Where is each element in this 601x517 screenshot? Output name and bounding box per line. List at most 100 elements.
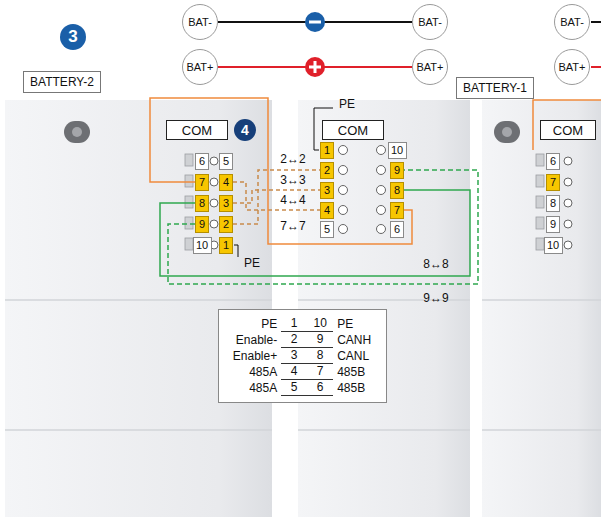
minus-symbol — [305, 12, 325, 32]
terminal-circle: BAT- — [412, 4, 448, 40]
power-cable — [218, 21, 412, 23]
node-text: 7 — [550, 175, 556, 190]
node-text: 2 — [223, 217, 229, 232]
pin-label: PE — [339, 97, 355, 111]
battery-cabinet — [482, 100, 601, 517]
table-cell: 2 — [281, 332, 307, 348]
node-text: 4 — [223, 175, 229, 190]
node-text: 6 — [550, 154, 556, 169]
pin-terminal: 8 — [546, 195, 560, 212]
node-text: 9 — [394, 163, 400, 178]
terminal-circle: BAT- — [554, 4, 590, 40]
com-port-box: COM — [166, 120, 228, 140]
pin-terminal: 7 — [546, 174, 560, 191]
signal-wire — [233, 170, 320, 224]
cabinet-seam — [5, 300, 601, 430]
terminal-circle: BAT+ — [554, 49, 590, 85]
battery-label: BATTERY-1 — [456, 77, 534, 99]
callout-number: 4 — [234, 119, 256, 141]
pin-terminal: 8 — [390, 182, 404, 199]
pin-terminal: 9 — [546, 216, 560, 233]
node-text: 10 — [547, 238, 559, 253]
table-cell: 485A — [233, 365, 281, 380]
node-text: 7 — [199, 175, 205, 190]
table-cell: CANL — [333, 349, 371, 364]
node-text: 8 — [394, 183, 400, 198]
node-text: 7 — [394, 203, 400, 218]
table-cell: PE — [233, 317, 281, 332]
node-text: 4 — [324, 203, 330, 218]
terminal-circle: BAT+ — [412, 49, 448, 85]
callout-number: 3 — [60, 24, 86, 50]
table-cell: 8 — [307, 348, 333, 364]
node-text: COM — [338, 123, 368, 138]
pinout-table: PE110PEEnable-29CANHEnable+38CANL485A474… — [218, 309, 387, 403]
node-text: 8 — [550, 196, 556, 211]
pin-terminal: 8 — [195, 195, 209, 212]
table-cell: 10 — [307, 316, 333, 332]
pin-terminal: 9 — [390, 162, 404, 179]
table-cell: 485A — [233, 381, 281, 396]
terminal-circle: BAT+ — [182, 49, 218, 85]
node-text: BAT- — [418, 16, 442, 28]
pin-terminal: 6 — [195, 153, 209, 170]
pin-terminal: 10 — [193, 237, 212, 254]
pin-terminal: 6 — [546, 153, 560, 170]
cabinet-handle — [64, 121, 520, 143]
signal-wire — [233, 182, 320, 210]
table-cell: 485B — [333, 365, 371, 380]
power-cable — [591, 66, 601, 68]
node-text: 10 — [196, 238, 208, 253]
wire-label: 9↔9 — [423, 291, 448, 305]
table-cell: CANH — [333, 333, 371, 348]
node-text: BAT+ — [186, 61, 213, 73]
wire-outline — [533, 100, 601, 150]
pin-terminal: 7 — [195, 174, 209, 191]
can-wire — [168, 170, 478, 284]
com-port-box: COM — [540, 120, 596, 140]
wire-label: 7↔7 — [280, 219, 305, 233]
node-text: 5 — [223, 154, 229, 169]
power-cable — [591, 21, 601, 23]
table-cell: Enable- — [233, 333, 281, 348]
pin-terminal: 2 — [219, 216, 233, 233]
table-cell: 6 — [307, 380, 333, 396]
node-text: 8 — [199, 196, 205, 211]
table-cell: 9 — [307, 332, 333, 348]
can-wire — [160, 190, 470, 276]
node-text: BAT- — [188, 16, 212, 28]
leader-line — [234, 245, 238, 257]
node-text: 9 — [199, 217, 205, 232]
pin-terminal: 2 — [320, 162, 334, 179]
node-text: BAT+ — [558, 61, 585, 73]
table-cell: 485B — [333, 381, 371, 396]
plus-symbol — [305, 57, 325, 77]
node-text: BAT- — [560, 16, 584, 28]
node-text: 4 — [241, 122, 249, 138]
wire-label: 8↔8 — [423, 257, 448, 271]
terminal-screw — [210, 146, 572, 250]
node-text: 6 — [199, 154, 205, 169]
node-text: COM — [182, 123, 212, 138]
table-cell: Enable+ — [233, 349, 281, 364]
pin-terminal: 1 — [219, 237, 233, 254]
table-cell: 7 — [307, 364, 333, 380]
pin-terminal: 3 — [219, 195, 233, 212]
pin-terminal: 4 — [219, 174, 233, 191]
node-text: 2 — [324, 163, 330, 178]
wire-label: 3↔3 — [280, 173, 305, 187]
node-text: BATTERY-2 — [30, 75, 94, 89]
table-cell: 4 — [281, 364, 307, 380]
node-text: COM — [553, 123, 583, 138]
wire-label: 4↔4 — [280, 193, 305, 207]
pin-terminal: 10 — [388, 142, 407, 159]
node-text: 6 — [394, 222, 400, 237]
pin-terminal: 9 — [195, 216, 209, 233]
node-text: 3 — [223, 196, 229, 211]
pin-terminal: 3 — [320, 182, 334, 199]
table-cell: 5 — [281, 380, 307, 396]
node-text: 1 — [324, 143, 330, 158]
node-text: 3 — [68, 27, 77, 47]
node-text: 1 — [223, 238, 229, 253]
battery-label: BATTERY-2 — [23, 71, 101, 93]
